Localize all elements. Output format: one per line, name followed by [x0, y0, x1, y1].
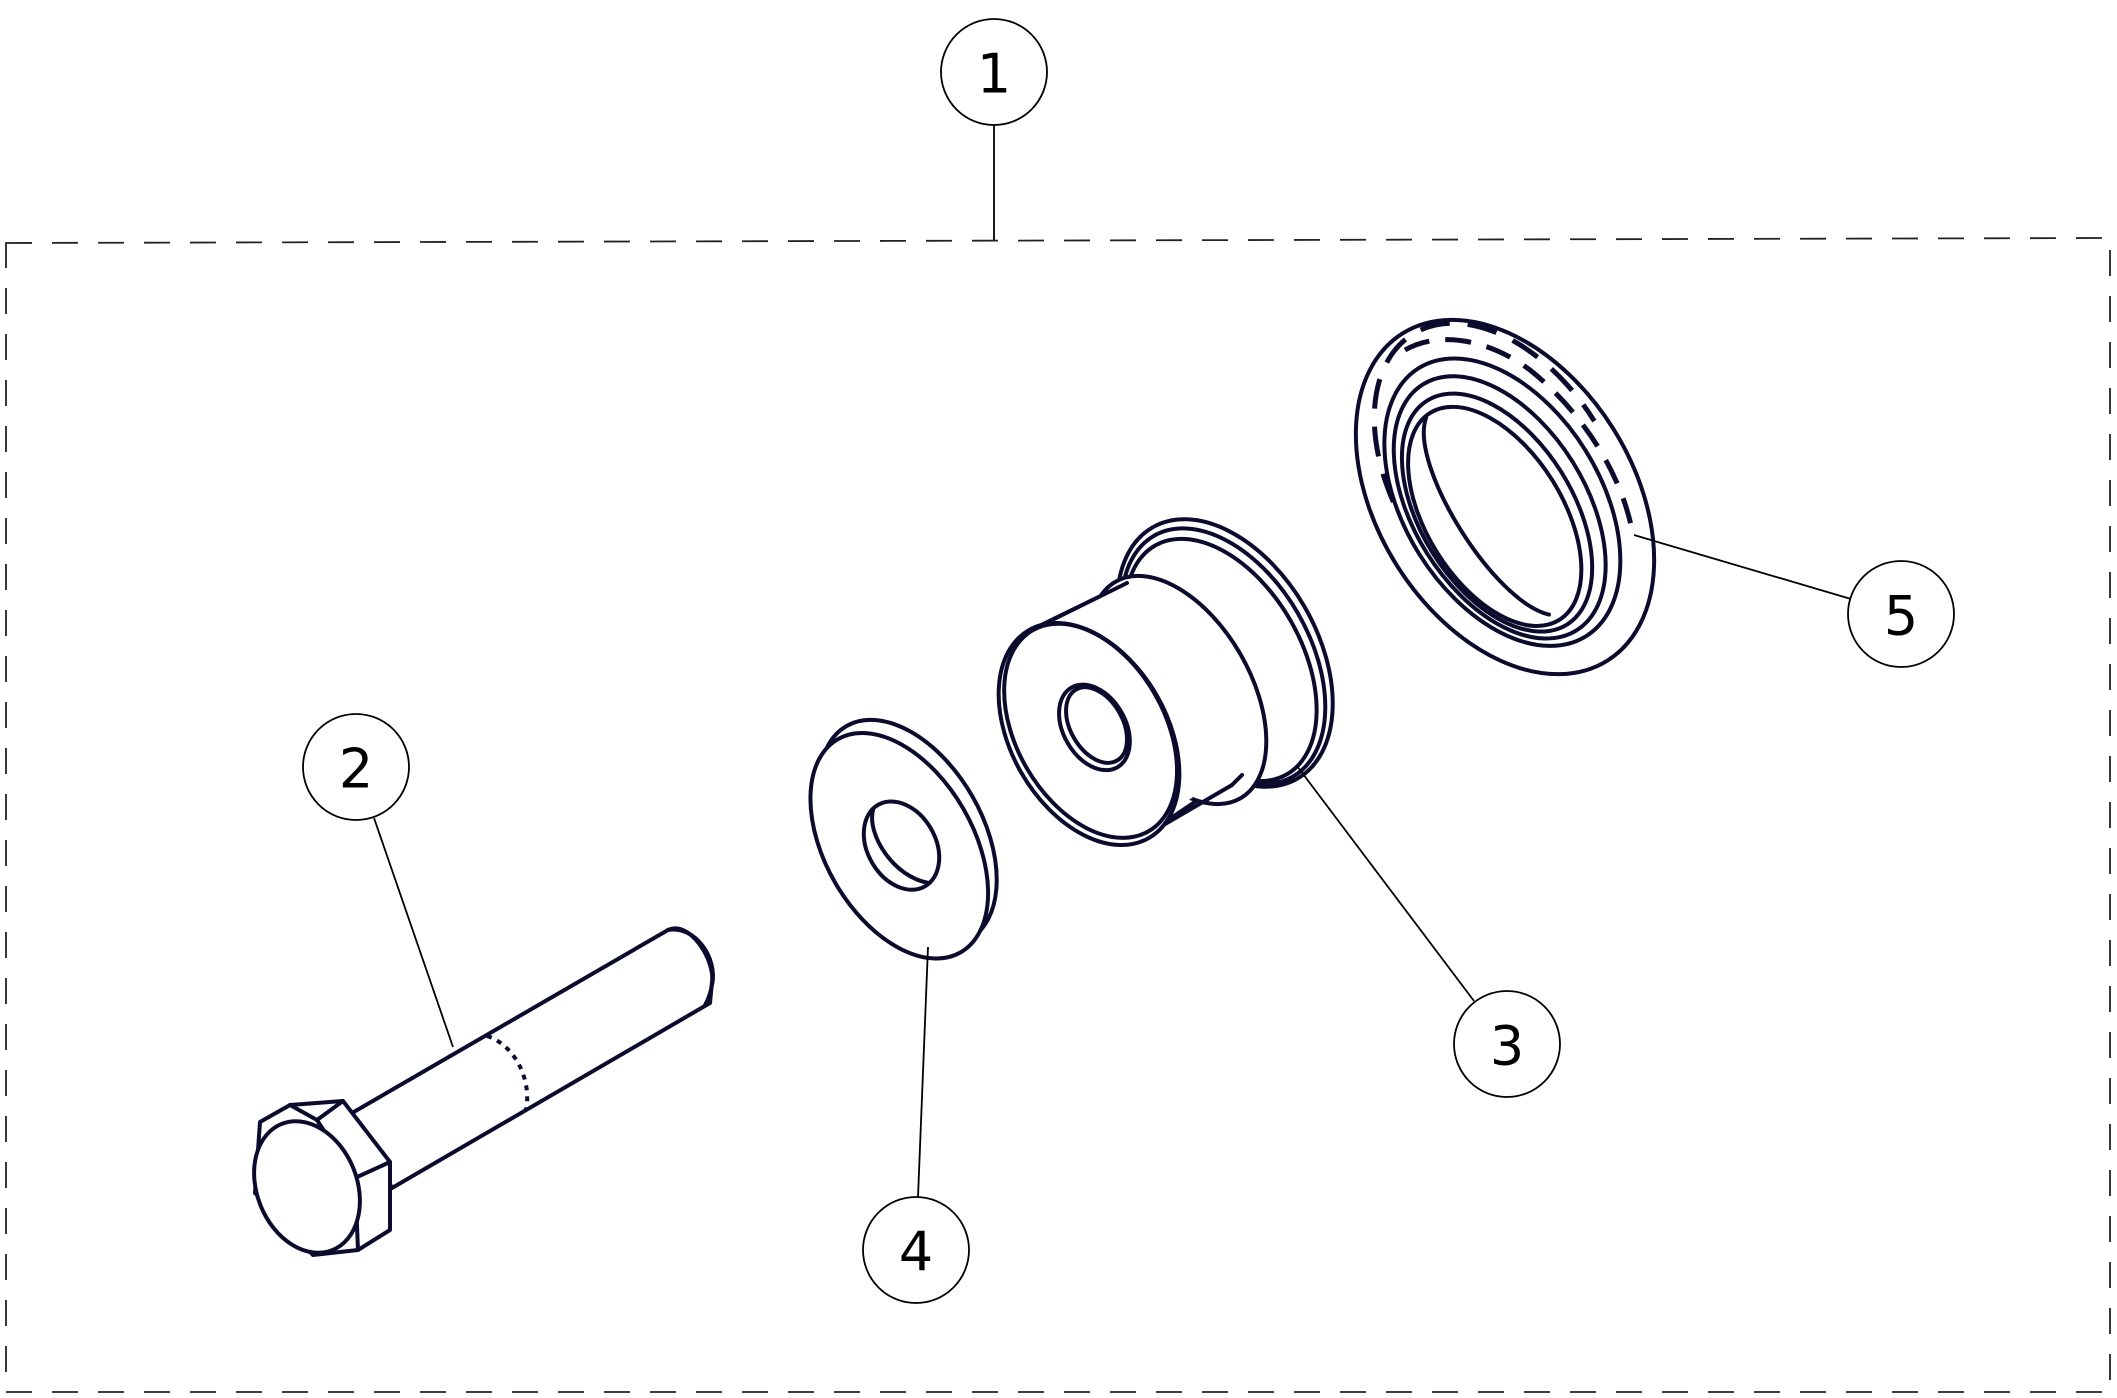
part-5-flanged-ring: [1353, 317, 1657, 677]
balloon-2: 2: [302, 713, 410, 821]
balloon-4: 4: [862, 1196, 970, 1304]
balloon-5: 5: [1847, 560, 1955, 668]
assembly-boundary: [5, 237, 2111, 1393]
leader-5: [1633, 534, 1852, 600]
part-3-flanged-bushing: [996, 517, 1335, 847]
balloon-5-label: 5: [1884, 585, 1918, 648]
balloon-2-label: 2: [339, 738, 373, 801]
part-4-washer: [808, 717, 999, 961]
balloon-3: 3: [1453, 990, 1561, 1098]
balloon-4-label: 4: [899, 1221, 933, 1284]
balloon-3-label: 3: [1490, 1015, 1524, 1078]
part-5-hidden-edge: [1403, 337, 1635, 531]
leader-2: [373, 817, 454, 1048]
balloon-1-label: 1: [977, 43, 1011, 106]
balloon-1: 1: [940, 18, 1048, 126]
part-2-hex-bolt: [252, 926, 715, 1257]
leader-4: [917, 946, 929, 1198]
leader-3: [1296, 765, 1475, 1002]
